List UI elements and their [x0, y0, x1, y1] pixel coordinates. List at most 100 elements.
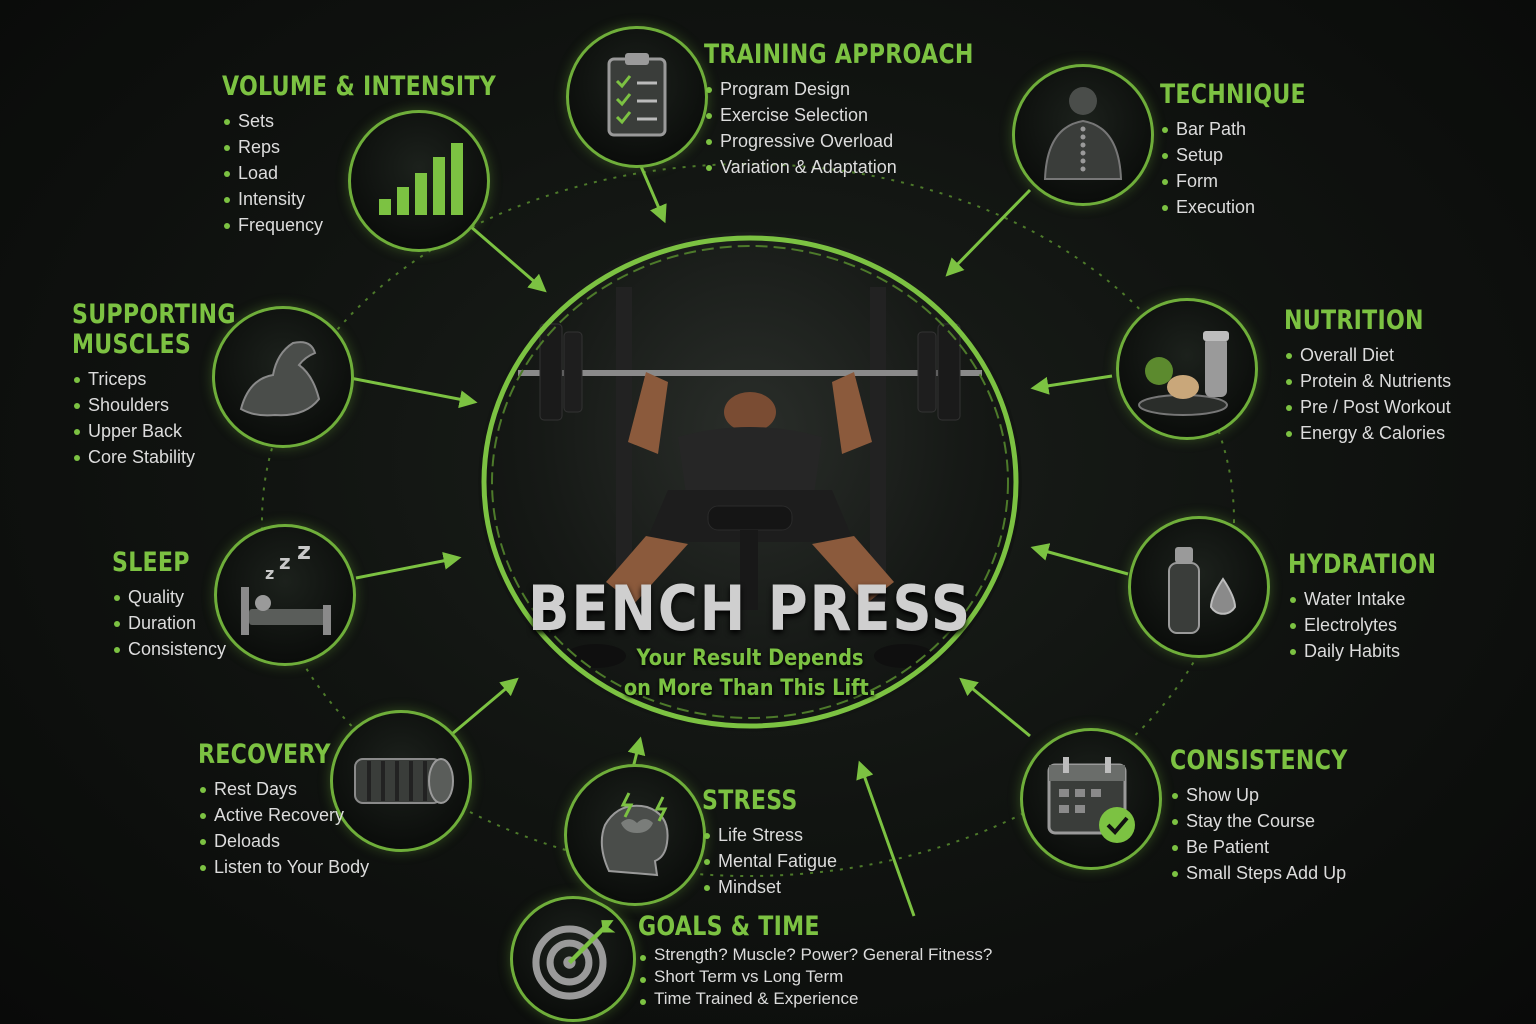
list-item: Form [1160, 168, 1338, 194]
factor-list-sleep: Quality Duration Consistency [112, 584, 226, 662]
hub-title: BENCH PRESS [528, 572, 972, 645]
list-item: Sets [222, 108, 556, 134]
hydration-icon-circle [1128, 516, 1270, 658]
factor-sleep: SLEEP Quality Duration Consistency [112, 548, 226, 662]
list-item: Small Steps Add Up [1170, 860, 1386, 886]
list-item: Intensity [222, 186, 556, 212]
nutrition-icon-circle [1116, 298, 1258, 440]
arrow-training [638, 163, 667, 224]
hub-subtitle-line1: Your Result Depends [636, 646, 864, 671]
calendar-check-icon [1047, 757, 1135, 843]
list-item: Energy & Calories [1284, 420, 1455, 446]
bar-chart-icon [379, 143, 463, 215]
factor-goals: GOALS & TIME Strength? Muscle? Power? Ge… [638, 912, 992, 1010]
factor-title-supporting-line2: MUSCLES [72, 329, 192, 360]
factor-training: TRAINING APPROACH Program Design Exercis… [704, 40, 1033, 180]
goals-icon-circle [510, 896, 636, 1022]
list-item: Show Up [1170, 782, 1386, 808]
svg-text:z: z [297, 537, 311, 565]
list-item: Pre / Post Workout [1284, 394, 1455, 420]
list-item: Consistency [112, 636, 226, 662]
hub-subtitle-line2: on More Than This Lift. [623, 676, 877, 701]
svg-text:z: z [279, 550, 291, 574]
factor-hydration: HYDRATION Water Intake Electrolytes Dail… [1288, 550, 1469, 664]
factor-nutrition: NUTRITION Overall Diet Protein & Nutrien… [1284, 306, 1455, 446]
factor-title-supporting: SUPPORTING MUSCLES [72, 300, 236, 360]
list-item: Shoulders [72, 392, 272, 418]
factor-title-sleep: SLEEP [112, 547, 190, 578]
factor-title-nutrition: NUTRITION [1284, 305, 1424, 336]
list-item: Electrolytes [1288, 612, 1469, 638]
list-item: Strength? Muscle? Power? General Fitness… [638, 944, 992, 966]
technique-icon-circle [1012, 64, 1154, 206]
list-item: Load [222, 160, 556, 186]
list-item: Daily Habits [1288, 638, 1469, 664]
list-item: Duration [112, 610, 226, 636]
factor-list-volume: Sets Reps Load Intensity Frequency [222, 108, 556, 238]
list-item: Setup [1160, 142, 1338, 168]
factor-title-goals: GOALS & TIME [638, 911, 820, 942]
stress-icon-circle [564, 764, 706, 906]
factor-title-hydration: HYDRATION [1288, 549, 1437, 580]
consistency-icon-circle [1020, 728, 1162, 870]
svg-text:z: z [265, 564, 274, 583]
list-item: Active Recovery [198, 802, 369, 828]
list-item: Program Design [704, 76, 1033, 102]
flexed-arm-icon [239, 341, 321, 417]
factor-list-training: Program Design Exercise Selection Progre… [704, 76, 1033, 180]
clipboard-icon [607, 53, 667, 137]
list-item: Short Term vs Long Term [638, 966, 992, 988]
factor-title-volume: VOLUME & INTENSITY [222, 71, 497, 102]
training-icon-circle [566, 26, 708, 168]
list-item: Overall Diet [1284, 342, 1455, 368]
hub-subtitle: Your Result Depends on More Than This Li… [511, 644, 990, 704]
food-plate-icon [1138, 331, 1229, 416]
factor-volume: VOLUME & INTENSITY Sets Reps Load Intens… [222, 72, 556, 238]
factor-technique: TECHNIQUE Bar Path Setup Form Execution [1160, 80, 1338, 220]
list-item: Quality [112, 584, 226, 610]
arrow-sleep [355, 551, 462, 580]
bench-press-hub: BENCH PRESS Your Result Depends on More … [478, 232, 1022, 732]
list-item: Variation & Adaptation [704, 154, 1033, 180]
factor-title-stress: STRESS [702, 785, 798, 816]
list-item: Mental Fatigue [702, 848, 837, 874]
list-item: Protein & Nutrients [1284, 368, 1455, 394]
recovery-icon-circle [330, 710, 472, 852]
stressed-head-icon [600, 792, 669, 877]
list-item: Triceps [72, 366, 272, 392]
factor-list-stress: Life Stress Mental Fatigue Mindset [702, 822, 837, 900]
arrow-goals [856, 760, 916, 917]
list-item: Be Patient [1170, 834, 1386, 860]
list-item: Life Stress [702, 822, 837, 848]
sleep-icon-circle: z z z [214, 524, 356, 666]
arrow-hydration [1030, 543, 1129, 576]
supporting-icon-circle [212, 306, 354, 448]
spine-icon [1043, 87, 1123, 180]
bed-icon: z z z [241, 537, 331, 635]
list-item: Reps [222, 134, 556, 160]
foam-roller-icon [354, 758, 454, 804]
list-item: Time Trained & Experience [638, 988, 992, 1010]
hub-ring [481, 235, 1019, 729]
volume-icon-circle [348, 110, 490, 252]
list-item: Rest Days [198, 776, 369, 802]
arrow-supporting [349, 376, 478, 409]
factor-list-hydration: Water Intake Electrolytes Daily Habits [1288, 586, 1469, 664]
factor-title-technique: TECHNIQUE [1160, 79, 1306, 110]
list-item: Mindset [702, 874, 837, 900]
factor-stress: STRESS Life Stress Mental Fatigue Mindse… [702, 786, 837, 900]
list-item: Listen to Your Body [198, 854, 369, 880]
factor-consistency: CONSISTENCY Show Up Stay the Course Be P… [1170, 746, 1386, 886]
list-item: Frequency [222, 212, 556, 238]
factor-list-goals: Strength? Muscle? Power? General Fitness… [638, 944, 992, 1010]
list-item: Upper Back [72, 418, 272, 444]
list-item: Execution [1160, 194, 1338, 220]
water-bottle-icon [1168, 547, 1237, 634]
list-item: Bar Path [1160, 116, 1338, 142]
list-item: Exercise Selection [704, 102, 1033, 128]
list-item: Core Stability [72, 444, 272, 470]
factor-list-technique: Bar Path Setup Form Execution [1160, 116, 1338, 220]
factor-list-recovery: Rest Days Active Recovery Deloads Listen… [198, 776, 369, 880]
factor-title-consistency: CONSISTENCY [1170, 745, 1348, 776]
factor-supporting: SUPPORTING MUSCLES Triceps Shoulders Upp… [72, 300, 272, 470]
